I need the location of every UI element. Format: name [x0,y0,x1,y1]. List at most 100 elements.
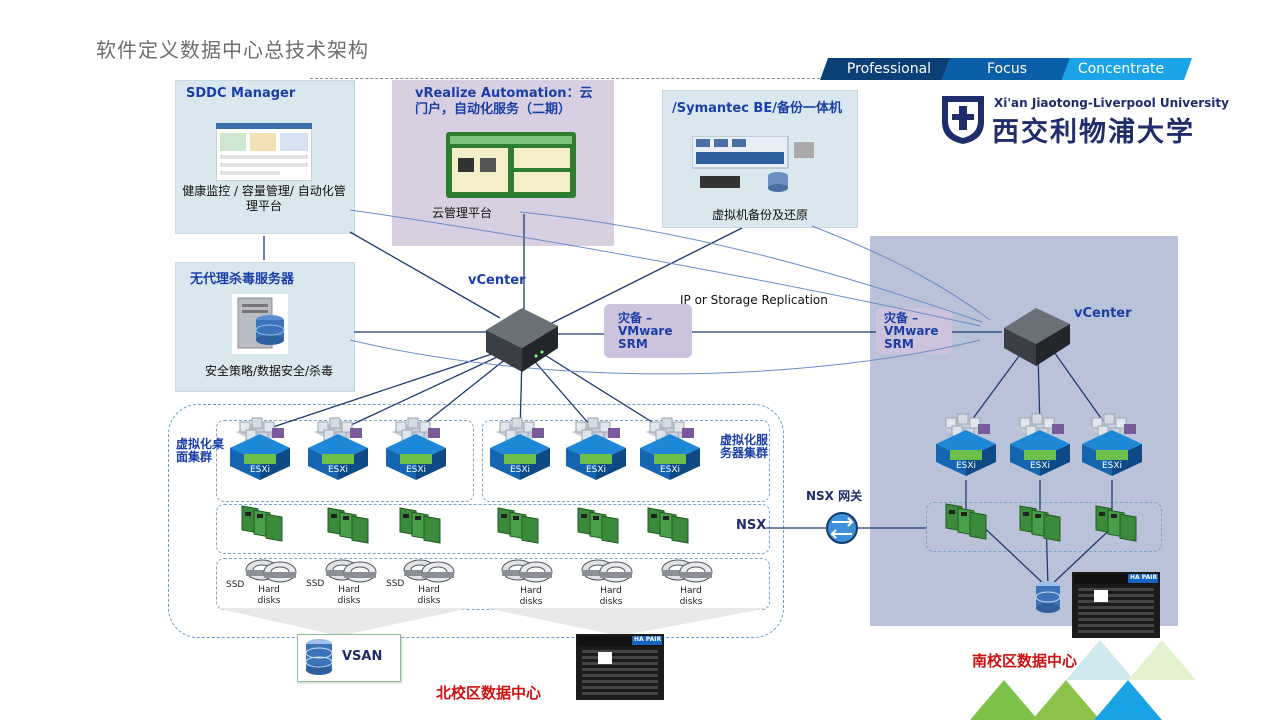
esxi-label: ESXi [955,461,977,471]
server-database-icon [232,294,288,354]
university-name-en: Xi'an Jiaotong-Liverpool University [994,96,1229,110]
deco-tri-4 [1066,640,1134,680]
symantec-title: /Symantec BE/备份一体机 [672,101,842,116]
srm-south-label: 灾备 – VMware SRM [884,311,939,351]
link-vra-south [519,211,983,323]
nic-card-1 [241,505,283,542]
link-vc-esx6 [539,351,669,433]
south-storage-db-icon [1035,581,1061,613]
banner-professional: Professional [846,61,932,77]
storage-wedge [486,608,768,636]
deco-tri-2 [1032,680,1100,720]
banner-shape [820,58,1192,80]
link-symantec-vcenter [545,227,743,327]
page-title: 软件定义数据中心总技术架构 [96,38,369,62]
north-campus-boundary [168,404,784,638]
link-vc-esx3 [413,353,513,433]
vsan-database-icon [305,639,333,675]
backup-appliance-icon [692,136,814,192]
vcenter-south-label: vCenter [1074,306,1132,321]
vsan-label: VSAN [342,649,383,664]
srm-north-label: 灾备 – VMware SRM [618,311,673,351]
hard-disks-label: Hard disks [417,585,441,606]
ssd-label: SSD [386,579,405,589]
netapp-array-south [1072,572,1160,638]
link-vc-esx1 [257,349,505,433]
deco-tri-1 [970,680,1038,720]
link-vcs-esx3 [1053,351,1109,429]
esxi-label: ESXi [327,465,349,475]
nsx-gateway-icon [826,512,858,544]
link-sddc-south [349,209,981,327]
link-sddc-vcenter [349,231,501,319]
nic-group-south [926,502,1162,552]
nic-card-3 [399,507,441,544]
title-divider [310,78,830,79]
vra-title: vRealize Automation：云门户，自动化服务（二期） [415,86,593,117]
esxi-label: ESXi [659,465,681,475]
esxi-label: ESXi [585,465,607,475]
antivirus-caption: 安全策略/数据安全/杀毒 [204,364,334,378]
hard-disk-2 [325,559,377,583]
vdi-cluster-label: 虚拟化桌面集群 [176,437,225,464]
hard-disks-label: Hard disks [337,585,361,606]
sddc-manager-title: SDDC Manager [186,86,296,101]
srm-south-box [876,308,952,354]
vra-caption: 云管理平台 [431,206,492,220]
link-symantec-south [811,225,991,321]
nic-card-5 [577,507,619,544]
hard-disk-1 [245,559,297,583]
hard-disks-label: Hard disks [599,586,623,607]
hard-disk-6 [661,559,713,583]
symantec-caption: 虚拟机备份及还原 [711,208,808,222]
esxi-label: ESXi [1101,461,1123,471]
nic-card-south-1 [945,503,987,540]
hard-disks-label: Hard disks [679,586,703,607]
esxi-label: ESXi [1029,461,1051,471]
vcenter-north-icon [486,308,558,372]
hard-disks-label: Hard disks [519,586,543,607]
deco-tri-3 [1094,680,1162,720]
nic-group-north [216,504,770,554]
vsan-wedge [216,608,470,636]
hard-disk-5 [581,559,633,583]
university-crest-icon [942,96,984,144]
link-antivirus-south [349,339,981,375]
antivirus-title: 无代理杀毒服务器 [190,272,295,287]
ha-pair-label-south: HA PAIR [1130,574,1158,581]
nic-card-4 [497,507,539,544]
hard-disks-label: Hard disks [257,585,281,606]
ha-pair-label-north: HA PAIR [634,636,662,643]
banner-concentrate: Concentrate [1077,61,1165,77]
ssd-label: SSD [226,580,245,590]
nsx-gateway-label: NSX 网关 [806,489,863,503]
vdi-cluster-group [216,420,474,502]
dashboard-screenshot-icon [216,123,312,181]
server-cluster-label: 虚拟化服务器集群 [720,433,769,460]
esxi-label: ESXi [249,465,271,475]
link-nic-storage1 [975,519,1047,587]
srm-north-box [604,304,692,358]
hard-disk-4 [501,559,553,583]
vcenter-south-icon [1004,308,1070,366]
south-dc-title: 南校区数据中心 [972,652,1078,670]
nsx-label: NSX [736,518,767,533]
sddc-manager-caption: 健康监控 / 容量管理/ 自动化管理平台 [182,184,346,213]
ssd-label: SSD [306,579,325,589]
nic-card-6 [647,507,689,544]
nic-card-2 [327,507,369,544]
replication-label: IP or Storage Replication [680,293,828,307]
deco-tri-5 [1128,640,1196,680]
nic-card-south-2 [1019,505,1061,542]
banner-focus: Focus [987,61,1027,77]
hard-disk-3 [403,559,455,583]
vcenter-north-label: vCenter [468,273,526,288]
north-dc-title: 北校区数据中心 [436,684,542,702]
link-vcs-esx1 [965,351,1023,429]
server-cluster-group [482,420,770,502]
cloud-portal-screenshot-icon [446,132,576,198]
esxi-label: ESXi [509,465,531,475]
esxi-label: ESXi [405,465,427,475]
university-name-cn: 西交利物浦大学 [992,117,1195,148]
